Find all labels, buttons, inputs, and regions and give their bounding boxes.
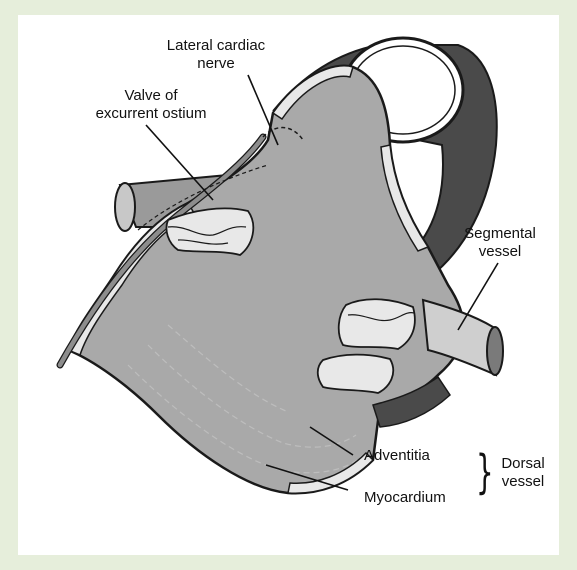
figure-panel: Lateral cardiac nerve Valve of excurrent… [18,15,559,555]
myocardium-label: Myocardium [364,489,446,507]
valve-excurrent-ostium-label: Valve of excurrent ostium [76,87,226,123]
adventitia-label: Adventitia [364,447,430,465]
lateral-cardiac-nerve-label: Lateral cardiac nerve [146,37,286,73]
dorsal-vessel-label: Dorsal vessel [488,455,558,491]
valve-excurrent-ostium-shape [166,208,253,255]
segmental-vessel-label: Segmental vessel [450,225,550,261]
